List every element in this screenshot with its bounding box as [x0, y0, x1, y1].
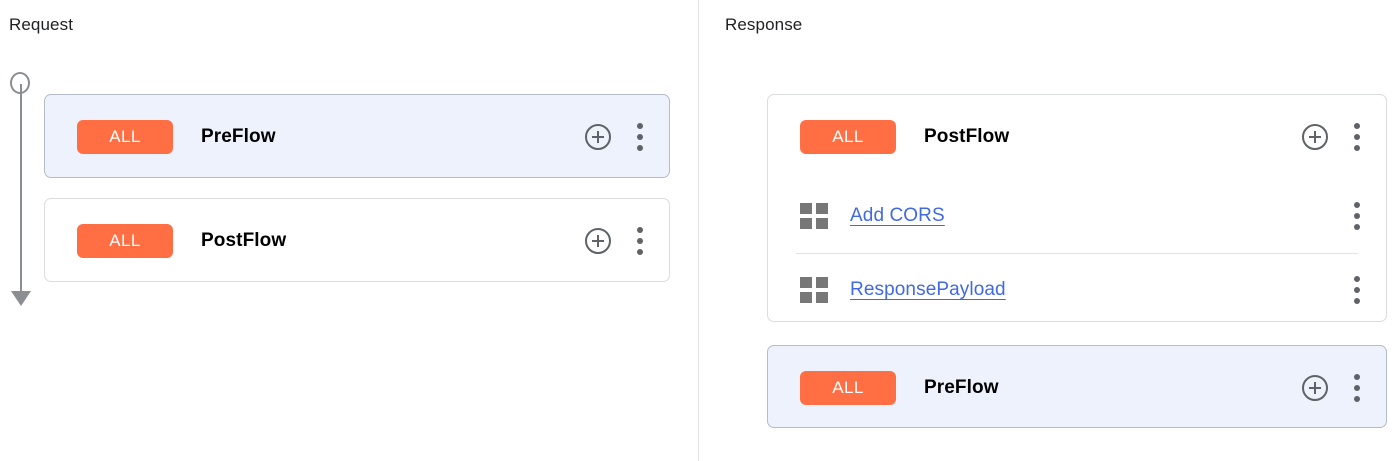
status-badge: ALL — [800, 371, 896, 405]
more-vert-icon[interactable] — [631, 225, 649, 257]
policy-link-responsepayload[interactable]: ResponsePayload — [850, 279, 1006, 300]
add-circle-icon[interactable] — [1302, 375, 1328, 401]
request-panel: Request ALL PreFlow ALL — [9, 15, 670, 306]
request-panel-title: Request — [9, 15, 74, 34]
request-postflow-card[interactable]: ALL PostFlow — [44, 198, 670, 282]
status-badge: ALL — [800, 120, 896, 154]
policy-actions — [1348, 200, 1366, 232]
flow-header-row[interactable]: ALL PreFlow — [45, 95, 669, 179]
request-preflow-card[interactable]: ALL PreFlow — [44, 94, 670, 178]
row-actions — [585, 121, 649, 153]
flow-header-row[interactable]: ALL PostFlow — [768, 95, 1386, 179]
response-panel: Response ALL PostFlow — [698, 0, 1393, 461]
policy-actions — [1348, 274, 1366, 306]
policy-link-add-cors[interactable]: Add CORS — [850, 205, 945, 226]
policy-grid-icon — [800, 203, 828, 229]
flow-name-label: PostFlow — [924, 126, 1010, 147]
flow-name-label: PostFlow — [201, 230, 287, 251]
more-vert-icon[interactable] — [631, 121, 649, 153]
row-actions — [585, 225, 649, 257]
row-actions — [1302, 372, 1366, 404]
policy-row[interactable]: ResponsePayload — [768, 253, 1386, 327]
status-badge: ALL — [77, 120, 173, 154]
add-circle-icon[interactable] — [1302, 124, 1328, 150]
policy-row[interactable]: Add CORS — [768, 179, 1386, 253]
row-actions — [1302, 121, 1366, 153]
flow-name-label: PreFlow — [924, 377, 999, 398]
request-flow-connector — [9, 72, 33, 306]
status-badge: ALL — [77, 224, 173, 258]
add-circle-icon[interactable] — [585, 124, 611, 150]
add-circle-icon[interactable] — [585, 228, 611, 254]
response-panel-title: Response — [725, 15, 803, 34]
flow-name-label: PreFlow — [201, 126, 276, 147]
connector-line — [20, 84, 22, 292]
more-vert-icon[interactable] — [1348, 274, 1366, 306]
more-vert-icon[interactable] — [1348, 200, 1366, 232]
more-vert-icon[interactable] — [1348, 121, 1366, 153]
response-postflow-card[interactable]: ALL PostFlow Add CORS — [767, 94, 1387, 322]
flow-header-row[interactable]: ALL PostFlow — [45, 199, 669, 283]
arrow-down-icon — [11, 291, 31, 306]
more-vert-icon[interactable] — [1348, 372, 1366, 404]
flow-header-row[interactable]: ALL PreFlow — [768, 346, 1386, 430]
response-preflow-card[interactable]: ALL PreFlow — [767, 345, 1387, 428]
policy-grid-icon — [800, 277, 828, 303]
